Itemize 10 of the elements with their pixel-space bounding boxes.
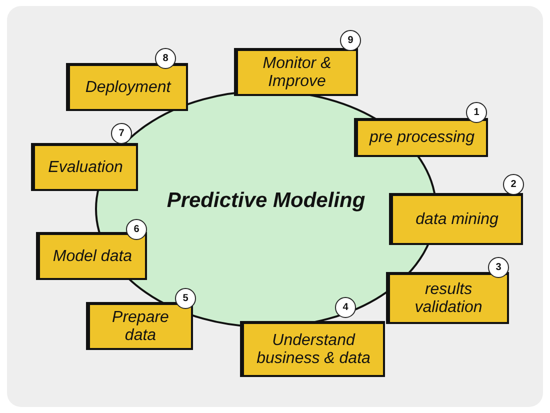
step-box: Prepare data <box>86 302 193 350</box>
step-box: Evaluation <box>31 143 138 191</box>
step-box: results validation <box>386 272 509 324</box>
step-box: data mining <box>389 193 523 245</box>
step-box: Deployment <box>66 63 188 111</box>
step-box: Monitor & Improve <box>234 48 358 96</box>
step-box: Model data <box>36 232 147 280</box>
step-box: Understand business & data <box>240 321 385 377</box>
ellipse-label: Predictive Modeling <box>166 189 366 213</box>
step-box: pre processing <box>354 118 488 157</box>
